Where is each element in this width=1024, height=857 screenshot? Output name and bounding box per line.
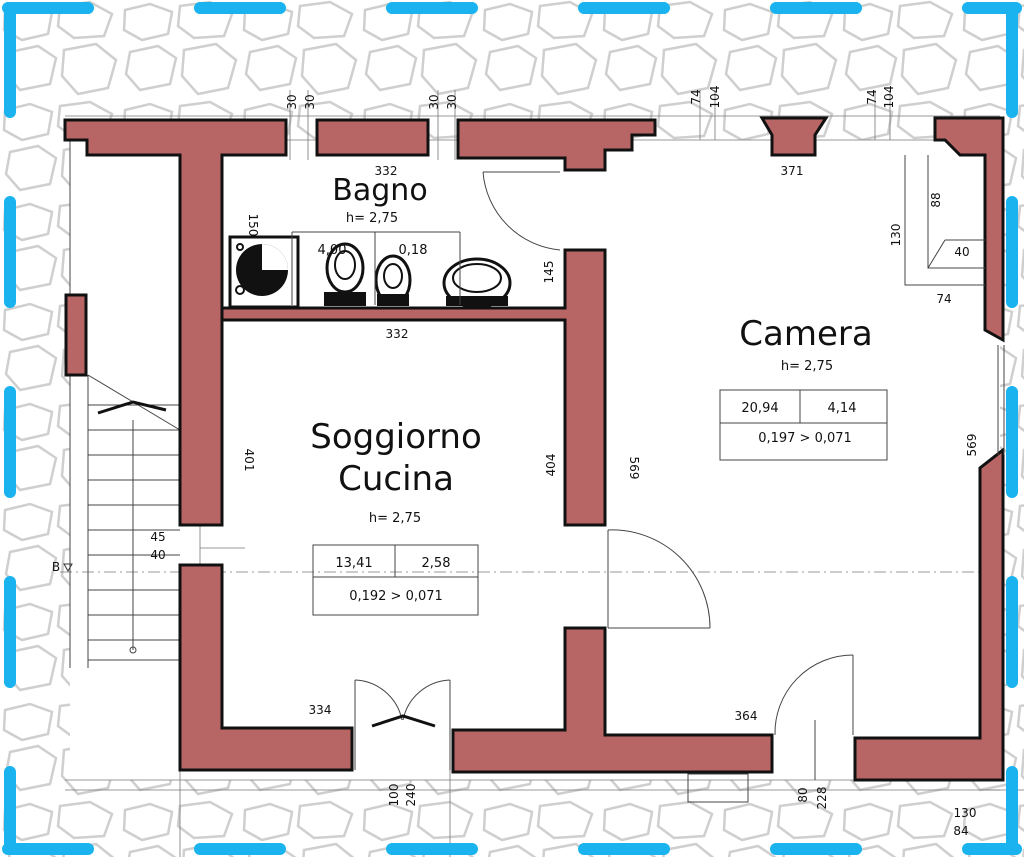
soggiorno-value-1: 13,41 (335, 556, 372, 571)
wall-bottom-mid (451, 626, 774, 774)
soggiorno-table: 13,41 2,58 0,192 > 0,071 (312, 544, 479, 616)
staircase (69, 140, 181, 668)
dim-corner-130: 130 (954, 806, 977, 820)
dim-top-104-b: 104 (882, 86, 896, 109)
dimension-labels: 332 332 371 40 74 45 40 334 364 130 84 B (52, 164, 977, 838)
soggiorno-value-2: 2,58 (422, 556, 451, 571)
dim-top-30-b: 30 (303, 94, 317, 109)
camera-table: 20,94 4,14 0,197 > 0,071 (719, 389, 888, 461)
room-name-bagno: Bagno (332, 173, 427, 208)
dim-top-30-c: 30 (427, 94, 441, 109)
dim-camera-130: 130 (889, 224, 903, 247)
dim-bottom-334: 334 (309, 703, 332, 717)
dim-top-104-a: 104 (708, 86, 722, 109)
dim-bottom-80: 80 (796, 787, 810, 802)
camera-value-2: 4,14 (828, 401, 857, 416)
dim-top-30-d: 30 (445, 94, 459, 109)
soggiorno-value-3: 0,192 > 0,071 (349, 589, 443, 604)
walls (63, 116, 1005, 782)
dim-bagno-top: 332 (375, 164, 398, 178)
dim-wall-401: 401 (242, 449, 256, 472)
room-height-camera: h= 2,75 (781, 359, 833, 374)
dim-top-74-b: 74 (865, 89, 879, 104)
room-name-cucina: Cucina (338, 459, 454, 499)
bidet (374, 254, 412, 306)
camera-value-3: 0,197 > 0,071 (758, 431, 852, 446)
dim-bottom-100: 100 (387, 784, 401, 807)
dim-bottom-228: 228 (815, 787, 829, 810)
dimension-labels-vertical: 30 30 30 30 74 104 74 104 150 145 130 88… (242, 86, 979, 810)
wall-bottom-right (853, 446, 1005, 782)
wall-bottom-left (178, 563, 354, 772)
dim-camera-74: 74 (936, 292, 951, 306)
wall-top-left (63, 118, 288, 527)
camera-closet (904, 155, 985, 286)
bagno-value-2: 0,18 (399, 243, 428, 258)
right-windows (997, 345, 1005, 455)
dim-camera-40: 40 (954, 245, 969, 259)
dim-wall-569-left: 569 (627, 457, 641, 480)
wall-stair-pillar (64, 293, 88, 377)
camera-value-1: 20,94 (741, 401, 778, 416)
dim-wall-569-right: 569 (965, 434, 979, 457)
dim-bottom-240: 240 (404, 784, 418, 807)
wall-top-right (933, 116, 1005, 343)
dim-bagno-145: 145 (542, 261, 556, 284)
dim-top-30-a: 30 (285, 94, 299, 109)
wall-top-mid-a (315, 118, 430, 157)
dim-corner-84: 84 (953, 824, 968, 838)
dim-top-74-a: 74 (689, 89, 703, 104)
section-marker-b: B (52, 560, 60, 574)
dim-bagno-bottom: 332 (386, 327, 409, 341)
bath-fixtures (228, 231, 512, 309)
dim-bagno-150: 150 (246, 214, 260, 237)
dim-camera-88: 88 (929, 192, 943, 207)
doors (354, 171, 854, 803)
wall-bagno-bottom (220, 248, 607, 527)
room-name-soggiorno: Soggiorno (310, 417, 482, 457)
room-name-camera: Camera (739, 314, 872, 354)
wall-top-camera-pillar (759, 116, 829, 157)
dim-bottom-364: 364 (735, 709, 758, 723)
dim-wall-404: 404 (544, 454, 558, 477)
room-height-soggiorno: h= 2,75 (369, 511, 421, 526)
dim-camera-371: 371 (781, 164, 804, 178)
bagno-value-1: 4,00 (318, 243, 347, 258)
toilet (324, 242, 366, 306)
room-height-bagno: h= 2,75 (346, 211, 398, 226)
dim-stair-40: 40 (150, 548, 165, 562)
dim-stair-45: 45 (150, 530, 165, 544)
sink (442, 257, 512, 309)
wall-top-mid-b (456, 118, 657, 172)
